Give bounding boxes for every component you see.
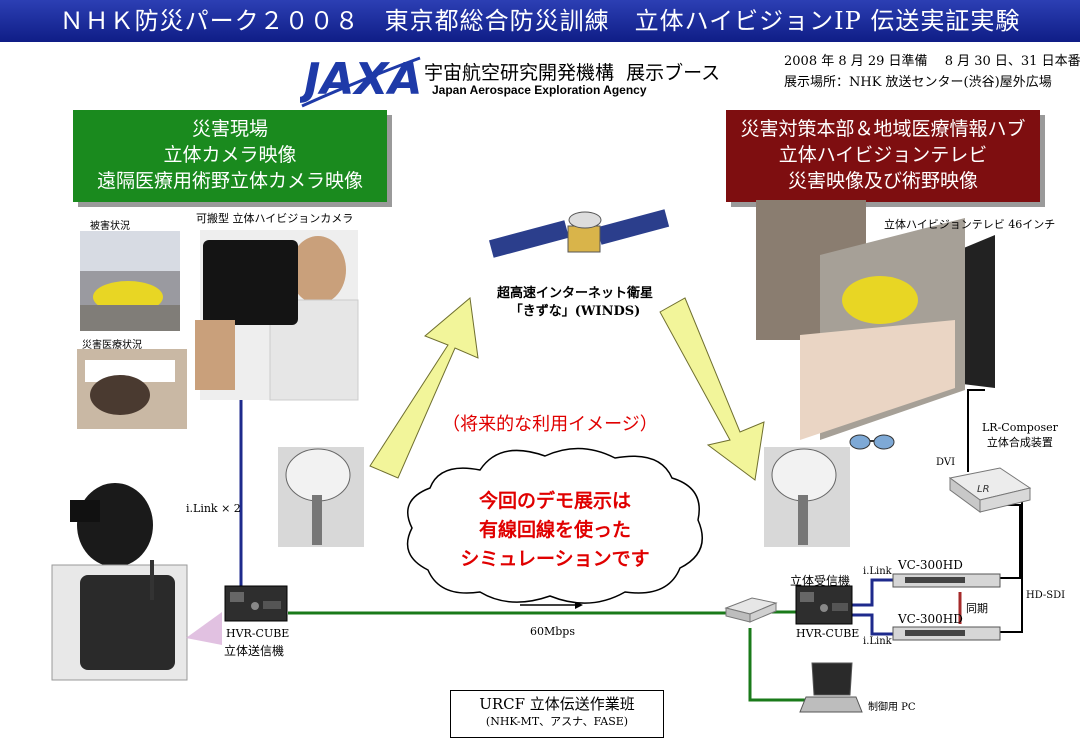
org-name: 宇宙航空研究開発機構 — [424, 62, 615, 84]
lr-composer-label: LR-Composer 立体合成装置 — [982, 420, 1058, 450]
hvr-cube-tx-device — [224, 585, 288, 622]
simulation-note: 今回のデモ展示は 有線回線を使った シミュレーションです — [430, 487, 680, 574]
uplink-arrow — [369, 297, 479, 479]
hvr-cube-tx-label: HVR-CUBE — [226, 627, 290, 640]
vc300hd-bottom-label: VC-300HD — [898, 612, 963, 626]
disaster-site-line1: 災害現場 — [191, 118, 268, 140]
future-image-label: （将来的な利用イメージ） — [442, 414, 658, 435]
tx-dish-photo — [278, 447, 364, 547]
medical-photo — [77, 349, 187, 429]
satellite-label-line2: 「きずな」(WINDS) — [509, 304, 641, 319]
control-laptop-icon — [799, 662, 863, 713]
pc-cable — [748, 628, 808, 702]
portable-camera-label: 可搬型 立体ハイビジョンカメラ — [196, 212, 354, 225]
jaxa-logo: JAXA — [296, 50, 424, 108]
3d-glasses-icon — [849, 434, 895, 450]
team-title: URCF 立体伝送作業班 — [479, 695, 635, 713]
bandwidth-label: 60Mbps — [530, 625, 575, 638]
control-pc-label: 制御用 PC — [868, 702, 916, 713]
rx-unit-label: 立体受信機 — [790, 574, 851, 588]
ilink-cable-top — [852, 578, 893, 607]
event-dates: 2008 年 8 月 29 日準備 8 月 30 日、31 日本番 — [784, 54, 1080, 69]
hq-panel: 災害対策本部＆地域医療情報ハブ 立体ハイビジョンテレビ 災害映像及び術野映像 — [726, 110, 1040, 202]
org-name-en: Japan Aerospace Exploration Agency — [432, 83, 647, 97]
disaster-site-line3: 遠隔医療用術野立体カメラ映像 — [96, 170, 363, 192]
simulation-note-line3: シミュレーションです — [460, 548, 650, 570]
booth-label: 展示ブース — [626, 62, 721, 84]
hd-sdi-label: HD-SDI — [1026, 590, 1066, 601]
hq-line2: 立体ハイビジョンテレビ — [778, 144, 988, 166]
hdsdi-cable-2 — [1000, 500, 1023, 633]
hvr-cube-rx-device — [795, 585, 853, 625]
simulation-note-line2: 有線回線を使った — [478, 519, 631, 541]
tv-label: 立体ハイビジョンテレビ 46インチ — [884, 218, 1056, 231]
team-members: (NHK-MT、アスナ、FASE) — [485, 715, 629, 728]
hq-line1: 災害対策本部＆地域医療情報ハブ — [740, 118, 1026, 140]
medical-status-label: 災害医療状況 — [82, 340, 142, 351]
disaster-site-line2: 立体カメラ映像 — [163, 144, 297, 166]
hdsdi-cable — [1000, 504, 1021, 579]
simulation-cloud — [406, 447, 703, 604]
damage-status-label: 被害状況 — [90, 221, 130, 232]
ilink-x2-label: i.Link × 2 — [186, 502, 241, 515]
sync-label: 同期 — [966, 602, 988, 615]
page-title: ＮＨＫ防災パーク２００８ 東京都総合防災訓練 立体ハイビジョンIP 伝送実証実験 — [0, 0, 1080, 42]
3d-tv-display — [756, 200, 995, 440]
satellite-icon — [488, 209, 670, 258]
lr-composer-line1: LR-Composer — [982, 421, 1058, 434]
vc300hd-top-label: VC-300HD — [898, 558, 963, 572]
network-switch-icon — [724, 597, 778, 623]
lr-composer-device-label: LR — [977, 484, 990, 495]
satellite-label: 超高速インターネット衛星 「きずな」(WINDS) — [470, 285, 680, 321]
ilink-top-label: i.Link — [863, 566, 892, 577]
lr-composer-line2: 立体合成装置 — [986, 436, 1053, 449]
event-venue: 展示場所：NHK 放送センター(渋谷)屋外広場 — [784, 75, 1052, 90]
vc300hd-top-device — [892, 573, 1001, 588]
tx-unit-label: 立体送信機 — [224, 644, 285, 658]
backpack-operator-photo — [51, 483, 222, 681]
camera-operator-photo — [195, 230, 359, 401]
team-box: URCF 立体伝送作業班 (NHK-MT、アスナ、FASE) — [450, 690, 664, 738]
downlink-arrow — [659, 297, 765, 481]
lr-composer-device: LR — [948, 467, 1032, 513]
ilink-bottom-label: i.Link — [863, 636, 892, 647]
simulation-note-line1: 今回のデモ展示は — [478, 490, 631, 512]
jaxa-logo-text: JAXA — [300, 54, 422, 105]
ilink-cable-bottom — [852, 613, 893, 636]
satellite-label-line1: 超高速インターネット衛星 — [496, 286, 653, 301]
disaster-site-panel: 災害現場 立体カメラ映像 遠隔医療用術野立体カメラ映像 — [73, 110, 387, 202]
hq-line3: 災害映像及び術野映像 — [787, 170, 978, 192]
dvi-cable — [967, 389, 985, 472]
dvi-label: DVI — [936, 457, 956, 468]
damage-photo — [80, 231, 180, 331]
vc300hd-bottom-device — [892, 626, 1001, 641]
rx-dish-photo — [764, 447, 850, 547]
hvr-cube-rx-label: HVR-CUBE — [796, 627, 860, 640]
